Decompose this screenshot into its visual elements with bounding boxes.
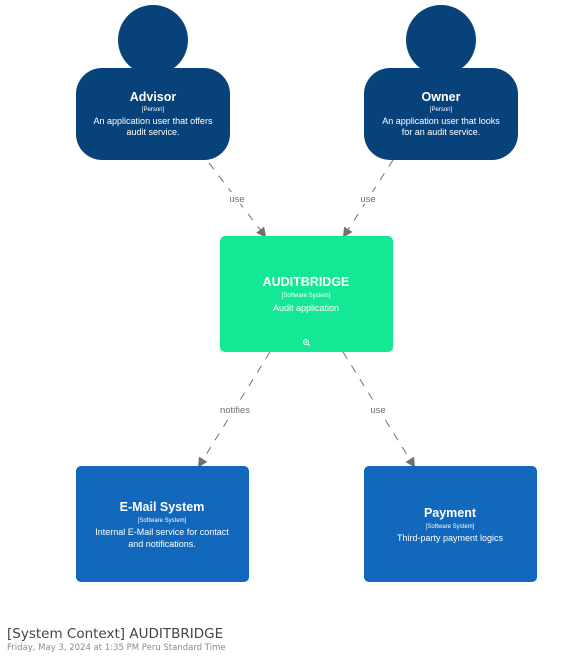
relationship-payment-use[interactable]: use [342,351,416,468]
element-kind: [Person] [142,107,165,113]
element-kind: [Person] [430,107,453,113]
system-email[interactable]: E-Mail System [Software System] Internal… [76,466,249,582]
person-advisor[interactable]: Advisor [Person] An application user tha… [76,5,230,160]
element-description-line: Third-party payment logics [397,533,504,543]
person-head-icon [406,5,476,75]
c4-context-diagram: use use notifies use Advisor [Person] An… [76,5,537,582]
relationship-label: notifies [220,405,250,416]
relationship-label: use [370,405,385,416]
element-description-line: for an audit service. [402,127,481,137]
relationship-owner-use[interactable]: use [342,159,394,238]
person-body [76,68,230,160]
relationship-label: use [229,194,244,205]
element-description-line: and notifications. [128,539,196,549]
element-kind: [Software System] [138,518,187,524]
element-description-line: Audit application [273,303,339,313]
element-name: E-Mail System [120,500,205,514]
person-owner[interactable]: Owner [Person] An application user that … [364,5,518,160]
system-box [364,466,537,582]
relationship-advisor-use[interactable]: use [208,162,267,238]
diagram-title: [System Context] AUDITBRIDGE [7,626,224,642]
system-box [76,466,249,582]
zoom-icon[interactable] [302,338,311,347]
element-name: AUDITBRIDGE [263,275,350,289]
relationship-label: use [360,194,375,205]
element-description-line: Internal E-Mail service for contact [95,527,229,537]
element-description-line: An application user that looks [382,116,500,126]
element-kind: [Software System] [426,524,475,530]
person-head-icon [118,5,188,75]
diagram-timestamp: Friday, May 3, 2024 at 1:35 PM Peru Stan… [7,643,226,653]
person-body [364,68,518,160]
system-auditbridge[interactable]: AUDITBRIDGE [Software System] Audit appl… [220,236,393,352]
relationship-notifies[interactable]: notifies [197,351,271,468]
element-description-line: An application user that offers [94,116,213,126]
system-box [220,236,393,352]
element-name: Owner [422,90,461,104]
element-name: Payment [424,506,477,520]
element-kind: [Software System] [282,293,331,299]
element-description-line: audit service. [126,127,179,137]
system-payment[interactable]: Payment [Software System] Third-party pa… [364,466,537,582]
element-name: Advisor [130,90,177,104]
